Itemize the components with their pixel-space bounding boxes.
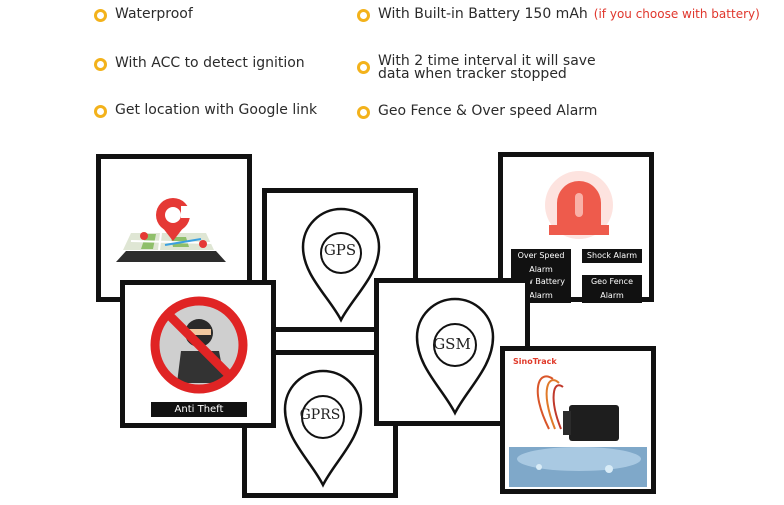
alarm-badge: Shock Alarm bbox=[582, 249, 642, 263]
phone-map-icon bbox=[116, 198, 226, 262]
feature-battery: With Built-in Battery 150 mAh (if you ch… bbox=[357, 6, 760, 22]
alarm-badge: Geo Fence Alarm bbox=[582, 275, 642, 303]
location-pin-icon bbox=[283, 369, 363, 488]
circle-bullet-icon bbox=[94, 105, 107, 118]
circle-bullet-icon bbox=[94, 9, 107, 22]
feature-label: Waterproof bbox=[115, 6, 193, 22]
gsm-label: GSM bbox=[433, 335, 471, 353]
feature-label: Get location with Google link bbox=[115, 102, 318, 118]
no-thief-icon bbox=[150, 296, 248, 394]
gprs-label: GPRS bbox=[299, 407, 341, 423]
circle-bullet-icon bbox=[357, 106, 370, 119]
circle-bullet-icon bbox=[357, 9, 370, 22]
card-tracker: SinoTrack bbox=[500, 346, 656, 494]
anti-theft-label: Anti Theft bbox=[151, 402, 247, 417]
feature-geofence: Geo Fence & Over speed Alarm bbox=[357, 103, 598, 119]
circle-bullet-icon bbox=[357, 61, 370, 74]
feature-interval: With 2 time interval it will save data w… bbox=[357, 53, 596, 82]
feature-google: Get location with Google link bbox=[94, 102, 318, 118]
feature-label-line1: With 2 time interval it will save bbox=[378, 53, 596, 69]
gps-label: GPS bbox=[323, 241, 357, 259]
feature-label: With Built-in Battery 150 mAh bbox=[378, 6, 588, 22]
tracker-device-icon bbox=[509, 375, 647, 487]
feature-acc: With ACC to detect ignition bbox=[94, 55, 305, 71]
card-anti-theft: Anti Theft bbox=[120, 280, 276, 428]
location-pin-icon bbox=[301, 207, 381, 323]
feature-label: With ACC to detect ignition bbox=[115, 55, 305, 71]
alarm-badge: Over Speed Alarm bbox=[511, 249, 571, 277]
circle-bullet-icon bbox=[94, 58, 107, 71]
feature-label: Geo Fence & Over speed Alarm bbox=[378, 103, 598, 119]
feature-waterproof: Waterproof bbox=[94, 6, 193, 22]
battery-note: (if you choose with battery) bbox=[593, 7, 760, 21]
brand-label: SinoTrack bbox=[513, 357, 557, 366]
siren-icon bbox=[545, 171, 613, 239]
feature-label-line2: data when tracker stopped bbox=[378, 66, 567, 82]
location-pin-icon bbox=[415, 297, 495, 416]
card-alarm: Over Speed Alarm Shock Alarm Low Battery… bbox=[498, 152, 654, 303]
